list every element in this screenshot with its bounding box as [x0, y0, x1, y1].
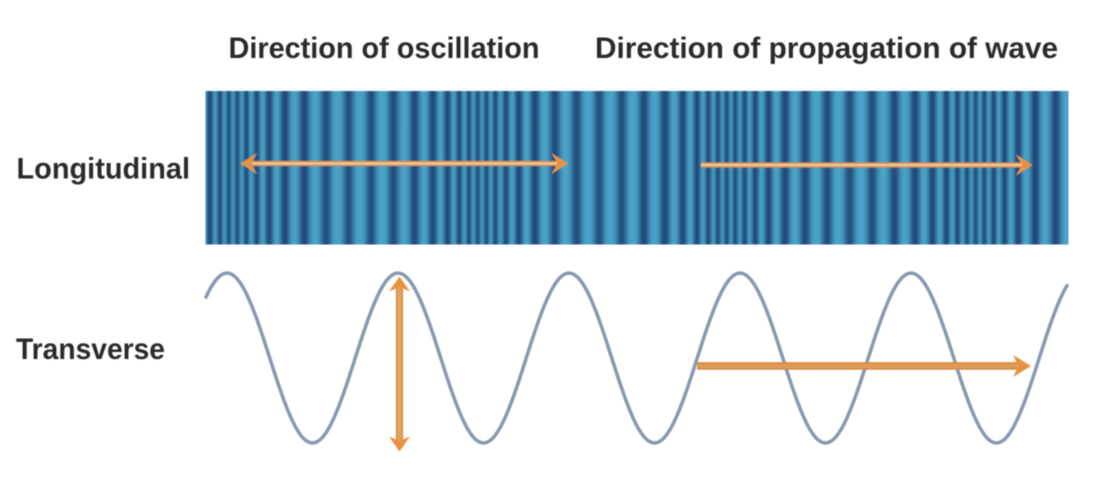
svg-text:Longitudinal: Longitudinal [17, 153, 191, 186]
svg-text:Direction of propagation of wa: Direction of propagation of wave [595, 32, 1058, 65]
svg-text:Direction of oscillation: Direction of oscillation [229, 32, 540, 65]
svg-text:Transverse: Transverse [16, 333, 165, 366]
